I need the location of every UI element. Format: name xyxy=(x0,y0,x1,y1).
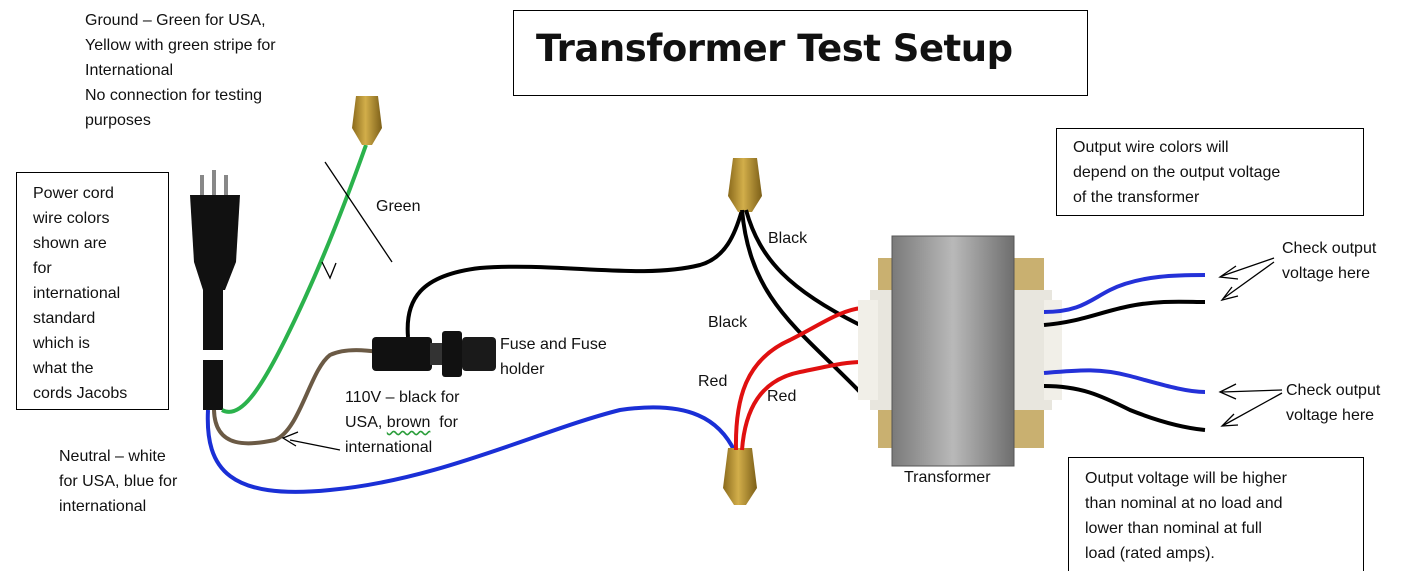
output-voltage-note: Output voltage will be higher than nomin… xyxy=(1085,470,1287,562)
hot-note-line3: international xyxy=(345,439,433,456)
label-black-mid: Black xyxy=(708,314,748,331)
label-fuse: Fuse and Fuse holder xyxy=(500,336,607,378)
label-red-right: Red xyxy=(767,388,797,405)
ground-wire xyxy=(221,144,368,414)
red-wire-nut xyxy=(723,448,757,505)
black-wire-2 xyxy=(740,209,862,394)
output-black-wire-1 xyxy=(1043,299,1206,327)
red-wire-1 xyxy=(733,306,863,451)
black-wire-nut xyxy=(728,158,762,212)
red-wire-2 xyxy=(740,360,863,451)
title-box: Transformer Test Setup xyxy=(513,10,1088,96)
hot-note-usa: USA, xyxy=(345,414,387,431)
label-red-left: Red xyxy=(698,373,728,390)
output-black-wire-2 xyxy=(1043,384,1206,432)
brown-wire xyxy=(212,348,379,446)
fuse-holder xyxy=(372,331,496,377)
hot-wire-note: 110V – black for USA, brown for internat… xyxy=(345,385,459,460)
label-transformer: Transformer xyxy=(904,469,991,486)
output-colors-note-box: Output wire colors will depend on the ou… xyxy=(1056,128,1364,216)
output-voltage-note-box: Output voltage will be higher than nomin… xyxy=(1068,457,1364,571)
output-blue-wire-1 xyxy=(1043,273,1206,314)
annotation-arrows xyxy=(281,161,1283,451)
black-wire-1 xyxy=(744,209,861,327)
power-cord-note: Power cord wire colors shown are for int… xyxy=(33,185,128,402)
label-check-output-bottom: Check output voltage here xyxy=(1286,382,1381,424)
hot-note-line1: 110V – black for xyxy=(345,389,460,406)
label-green: Green xyxy=(376,198,421,215)
hot-note-for: for xyxy=(430,414,458,431)
power-plug xyxy=(190,170,240,410)
label-black-top: Black xyxy=(768,230,808,247)
diagram-title: Transformer Test Setup xyxy=(536,27,1013,70)
output-colors-note: Output wire colors will depend on the ou… xyxy=(1073,139,1281,206)
hot-note-line2: USA, brown for xyxy=(345,410,459,435)
output-blue-wire-2 xyxy=(1043,368,1206,394)
fuse-black-wire xyxy=(405,209,744,338)
transformer xyxy=(858,235,1062,467)
neutral-wire xyxy=(205,405,737,494)
hot-note-brown: brown xyxy=(386,414,431,431)
ground-wire-nut xyxy=(352,96,382,145)
neutral-note: Neutral – white for USA, blue for intern… xyxy=(59,448,178,515)
label-check-output-top: Check output voltage here xyxy=(1282,240,1377,282)
ground-note: Ground – Green for USA, Yellow with gree… xyxy=(85,12,276,129)
power-cord-note-box: Power cord wire colors shown are for int… xyxy=(16,172,169,410)
